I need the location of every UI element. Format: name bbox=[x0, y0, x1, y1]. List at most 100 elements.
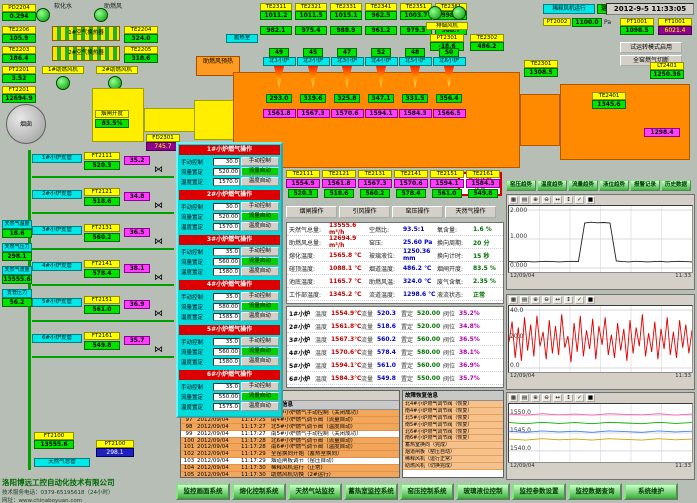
manual-mode-button[interactable]: 手动控制 bbox=[240, 382, 279, 391]
recovery-row[interactable]: 稀释风机（运行正常） bbox=[403, 456, 503, 464]
temp-auto-button[interactable]: 温度自动 bbox=[240, 177, 279, 186]
nav-button[interactable]: 监控画面系统 bbox=[176, 483, 230, 500]
recovery-row[interactable]: 南4#小炉燃气调节阀（恢复） bbox=[403, 407, 503, 415]
valve-icon[interactable]: ⋈ bbox=[154, 201, 163, 211]
manual-mode-button[interactable]: 手动控制 bbox=[240, 292, 279, 301]
manual-mode-button[interactable]: 手动控制 bbox=[240, 337, 279, 346]
flow-set-input[interactable]: 550.00 bbox=[213, 393, 240, 401]
chart-toolbar-icon[interactable]: ▦ bbox=[509, 296, 518, 304]
trial-mode-button[interactable]: 试运转模式启用 bbox=[620, 42, 682, 53]
nav-button[interactable]: 监控数据查询 bbox=[568, 483, 622, 500]
flow-auto-button[interactable]: 流量自动 bbox=[240, 257, 279, 266]
operation-button[interactable]: 引风操作 bbox=[339, 206, 390, 218]
temp-auto-button[interactable]: 温度自动 bbox=[240, 357, 279, 366]
nav-button[interactable]: 玻璃液位控制 bbox=[456, 483, 510, 500]
manual-input[interactable]: 35.0 bbox=[213, 338, 240, 346]
nav-button[interactable]: 窑压控制系统 bbox=[400, 483, 454, 500]
temp-set-input[interactable]: 1585.0 bbox=[213, 313, 240, 321]
manual-mode-button[interactable]: 手动控制 bbox=[240, 247, 279, 256]
temp-set-input[interactable]: 1575.0 bbox=[213, 403, 240, 411]
flow-set-input[interactable]: 580.00 bbox=[213, 303, 240, 311]
chart-toolbar-icon[interactable]: ↕ bbox=[564, 394, 573, 402]
recovery-row[interactable]: 南5#小炉燃气调节阀（恢复） bbox=[403, 421, 503, 429]
chart-toolbar-icon[interactable]: ▤ bbox=[520, 196, 529, 204]
trend-select-button[interactable]: 历史数据 bbox=[661, 180, 691, 191]
valve-icon[interactable]: ⋈ bbox=[154, 345, 163, 355]
chart-toolbar-icon[interactable]: ✓ bbox=[575, 394, 584, 402]
burner[interactable]: 52 北4小炉 347.1 1594.1 bbox=[364, 48, 398, 118]
nav-button[interactable]: 蓄热室监控系统 bbox=[344, 483, 398, 500]
flow-auto-button[interactable]: 流量自动 bbox=[240, 212, 279, 221]
valve-icon[interactable]: ⋈ bbox=[154, 165, 163, 175]
recovery-row[interactable]: 蓄热室换向（完成） bbox=[403, 442, 503, 450]
alarm-row[interactable]: 105 2012/09/04 11:17:30 助燃风机切换（2#运行） bbox=[181, 472, 399, 477]
recovery-row[interactable]: 北5#小炉燃气调节阀（恢复） bbox=[403, 414, 503, 422]
chart-toolbar-icon[interactable]: ⊖ bbox=[542, 394, 551, 402]
operation-button[interactable]: 窑压操作 bbox=[392, 206, 443, 218]
flow-auto-button[interactable]: 流量自动 bbox=[240, 347, 279, 356]
flow-set-input[interactable]: 520.00 bbox=[213, 213, 240, 221]
chart-toolbar-icon[interactable]: ▤ bbox=[520, 394, 529, 402]
manual-mode-button[interactable]: 手动控制 bbox=[240, 202, 279, 211]
alarm-row[interactable]: 104 2012/09/04 11:17:30 稀释风机运行（正常） bbox=[181, 465, 399, 473]
chart-toolbar-icon[interactable]: ⊕ bbox=[531, 394, 540, 402]
chart-toolbar-icon[interactable]: ▦ bbox=[509, 196, 518, 204]
valve-icon[interactable]: ⋈ bbox=[154, 273, 163, 283]
chart-toolbar-icon[interactable]: ■ bbox=[586, 196, 595, 204]
nav-button[interactable]: 监控参数设置 bbox=[512, 483, 566, 500]
chart-toolbar-icon[interactable]: ⊕ bbox=[531, 196, 540, 204]
temp-set-input[interactable]: 1580.0 bbox=[213, 358, 240, 366]
valve-icon[interactable]: ⋈ bbox=[154, 237, 163, 247]
recovery-row[interactable]: 助燃风机（切换完成） bbox=[403, 463, 503, 470]
trend-select-button[interactable]: 流量趋势 bbox=[568, 180, 598, 191]
chart-toolbar-icon[interactable]: ■ bbox=[586, 296, 595, 304]
burner[interactable]: 45 北2小炉 319.6 1567.3 bbox=[296, 48, 330, 118]
manual-input[interactable]: 30.0 bbox=[213, 158, 240, 166]
operation-button[interactable]: 天然气操作 bbox=[445, 206, 496, 218]
manual-input[interactable]: 35.0 bbox=[213, 293, 240, 301]
chart-toolbar-icon[interactable]: ⊖ bbox=[542, 296, 551, 304]
temp-auto-button[interactable]: 温度自动 bbox=[240, 222, 279, 231]
alarm-row[interactable]: 100 2012/09/04 11:17:28 北6#小炉燃气调节阀（流量自动） bbox=[181, 437, 399, 445]
temp-auto-button[interactable]: 温度自动 bbox=[240, 267, 279, 276]
burner[interactable]: 47 北3小炉 325.8 1570.6 bbox=[330, 48, 364, 118]
chart-toolbar-icon[interactable]: ↔ bbox=[553, 196, 562, 204]
nav-button[interactable]: 熔化控制系统 bbox=[232, 483, 286, 500]
flow-set-input[interactable]: 520.00 bbox=[213, 168, 240, 176]
chart-toolbar-icon[interactable]: ⊕ bbox=[531, 296, 540, 304]
burner[interactable]: 49 北1小炉 293.0 1561.8 bbox=[262, 48, 296, 118]
recovery-row[interactable]: 南6#小炉燃气调节阀（恢复） bbox=[403, 435, 503, 443]
chart-toolbar-icon[interactable]: ⊖ bbox=[542, 196, 551, 204]
temp-auto-button[interactable]: 温度自动 bbox=[240, 402, 279, 411]
trend-select-button[interactable]: 温度趋势 bbox=[537, 180, 567, 191]
flow-auto-button[interactable]: 流量自动 bbox=[240, 302, 279, 311]
chart-toolbar-icon[interactable]: ✓ bbox=[575, 296, 584, 304]
alarm-row[interactable]: 101 2012/09/04 11:17:28 南6#小炉燃气调节阀（温度自动） bbox=[181, 444, 399, 452]
temp-set-input[interactable]: 1580.0 bbox=[213, 268, 240, 276]
manual-input[interactable]: 30.0 bbox=[213, 203, 240, 211]
operation-button[interactable]: 烟闸操作 bbox=[286, 206, 337, 218]
chart-toolbar-icon[interactable]: ■ bbox=[586, 394, 595, 402]
chart-toolbar-icon[interactable]: ✓ bbox=[575, 196, 584, 204]
alarm-row[interactable]: 97 2012/09/04 11:17:25 南4#小炉燃气调节阀（流量自动） bbox=[181, 416, 399, 424]
flow-set-input[interactable]: 560.00 bbox=[213, 348, 240, 356]
recovery-row[interactable]: 烟道闸板（窑压自动） bbox=[403, 449, 503, 457]
recovery-row[interactable]: 北6#小炉燃气调节阀（恢复） bbox=[403, 428, 503, 436]
chart-toolbar-icon[interactable]: ▤ bbox=[520, 296, 529, 304]
temp-set-input[interactable]: 1570.0 bbox=[213, 223, 240, 231]
nav-button[interactable]: 天然气站监控 bbox=[288, 483, 342, 500]
burner[interactable]: 48 北5小炉 331.5 1584.3 bbox=[398, 48, 432, 118]
temp-set-input[interactable]: 1570.0 bbox=[213, 178, 240, 186]
alarm-row[interactable]: 103 2012/09/04 11:17:29 烟道闸板调节（窑压自动） bbox=[181, 458, 399, 466]
flow-set-input[interactable]: 560.00 bbox=[213, 258, 240, 266]
trend-select-button[interactable]: 窑压趋势 bbox=[506, 180, 536, 191]
flow-auto-button[interactable]: 流量自动 bbox=[240, 167, 279, 176]
trend-select-button[interactable]: 报警记录 bbox=[630, 180, 660, 191]
company-website[interactable]: 网址：www.chinaboyuan.com bbox=[2, 498, 83, 503]
nav-button[interactable]: 系统维护 bbox=[624, 483, 678, 500]
chart-toolbar-icon[interactable]: ↔ bbox=[553, 394, 562, 402]
flow-auto-button[interactable]: 流量自动 bbox=[240, 392, 279, 401]
manual-mode-button[interactable]: 手动控制 bbox=[240, 157, 279, 166]
chart-toolbar-icon[interactable]: ↕ bbox=[564, 196, 573, 204]
